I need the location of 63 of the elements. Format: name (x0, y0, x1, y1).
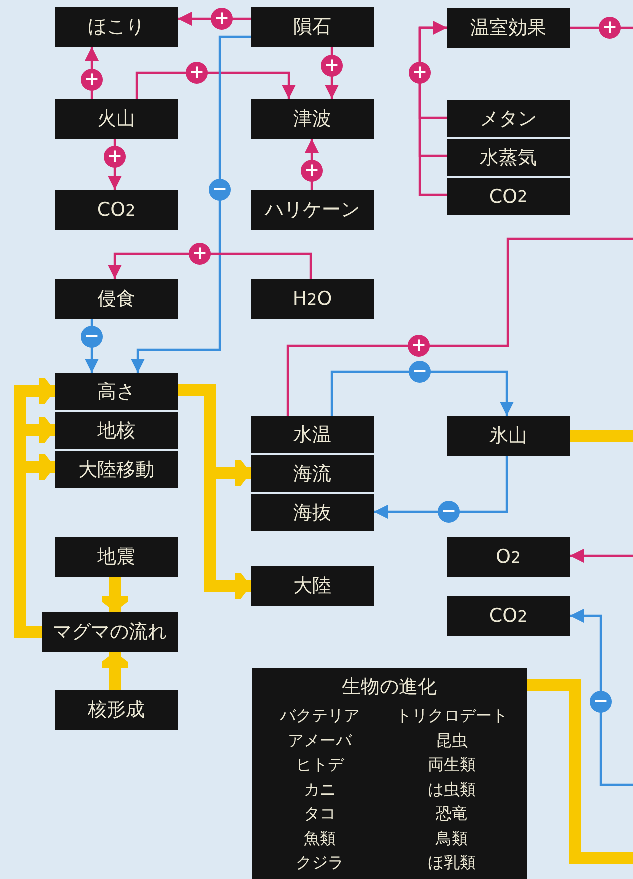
label-box: 大陸 (251, 566, 374, 606)
arrow (85, 319, 99, 373)
panel-heading: 生物の進化 (342, 675, 437, 700)
arrow (418, 21, 447, 196)
list-item: トリクロデート (396, 706, 508, 727)
list-item: 魚類 (304, 828, 336, 850)
sign-badge: + (211, 8, 233, 30)
arrow (136, 72, 296, 99)
label-box: 地核 (55, 412, 178, 449)
sign-badge: + (599, 17, 621, 39)
arrow (570, 609, 633, 786)
label-box: メタン (447, 100, 570, 137)
label-box: 温室効果 (447, 8, 570, 48)
sign-badge: + (408, 335, 430, 357)
list-item: タコ (304, 804, 336, 825)
arrow (374, 456, 508, 519)
sign-badge: − (409, 361, 431, 383)
label-box: 海流 (251, 455, 374, 492)
list-item: ほ乳類 (428, 853, 476, 874)
list-item: 鳥類 (436, 828, 468, 850)
label-box: 大陸移動 (55, 451, 178, 488)
arrow (131, 36, 251, 373)
sign-badge: + (189, 243, 211, 265)
connector-line (570, 430, 633, 442)
arrow (330, 370, 514, 416)
arrow (570, 549, 633, 563)
sign-badge: − (438, 501, 460, 523)
list-item: カニ (304, 780, 336, 800)
list-item: アメーバ (288, 730, 352, 752)
label-box: 侵食 (55, 279, 178, 319)
label-box: 水蒸気 (447, 139, 570, 176)
sign-badge: + (104, 146, 126, 168)
list-item: は虫類 (428, 780, 476, 800)
sign-badge: + (81, 69, 103, 91)
list-item: 両生類 (428, 755, 476, 776)
sign-badge: + (321, 55, 343, 77)
label-box: 水温 (251, 416, 374, 453)
sign-badge: + (186, 62, 208, 84)
label-box: 海抜 (251, 494, 374, 531)
list-item: バクテリア (280, 706, 360, 727)
label-box: マグマの流れ (42, 612, 178, 652)
sign-badge: + (409, 62, 431, 84)
sign-badge: − (590, 691, 612, 713)
label-box: 核形成 (55, 690, 178, 730)
label-box: ハリケーン (251, 190, 374, 230)
list-item: ヒトデ (296, 755, 344, 776)
list-panel (252, 668, 527, 879)
connector-line (527, 679, 633, 864)
label-box: 高さ (55, 373, 178, 410)
label-box: 津波 (251, 99, 374, 139)
label-box: ほこり (55, 7, 178, 47)
label-box: 火山 (55, 99, 178, 139)
sign-badge: − (209, 179, 231, 201)
arrow (108, 252, 312, 279)
sign-badge: + (301, 160, 323, 182)
label-box: 地震 (55, 537, 178, 577)
list-item: 昆虫 (436, 730, 468, 752)
label-box: 隕石 (251, 7, 374, 47)
connector-line (286, 238, 633, 416)
sign-badge: − (81, 326, 103, 348)
list-item: 恐竜 (436, 804, 468, 825)
list-item: クジラ (296, 853, 344, 874)
label-box: 氷山 (447, 416, 570, 456)
